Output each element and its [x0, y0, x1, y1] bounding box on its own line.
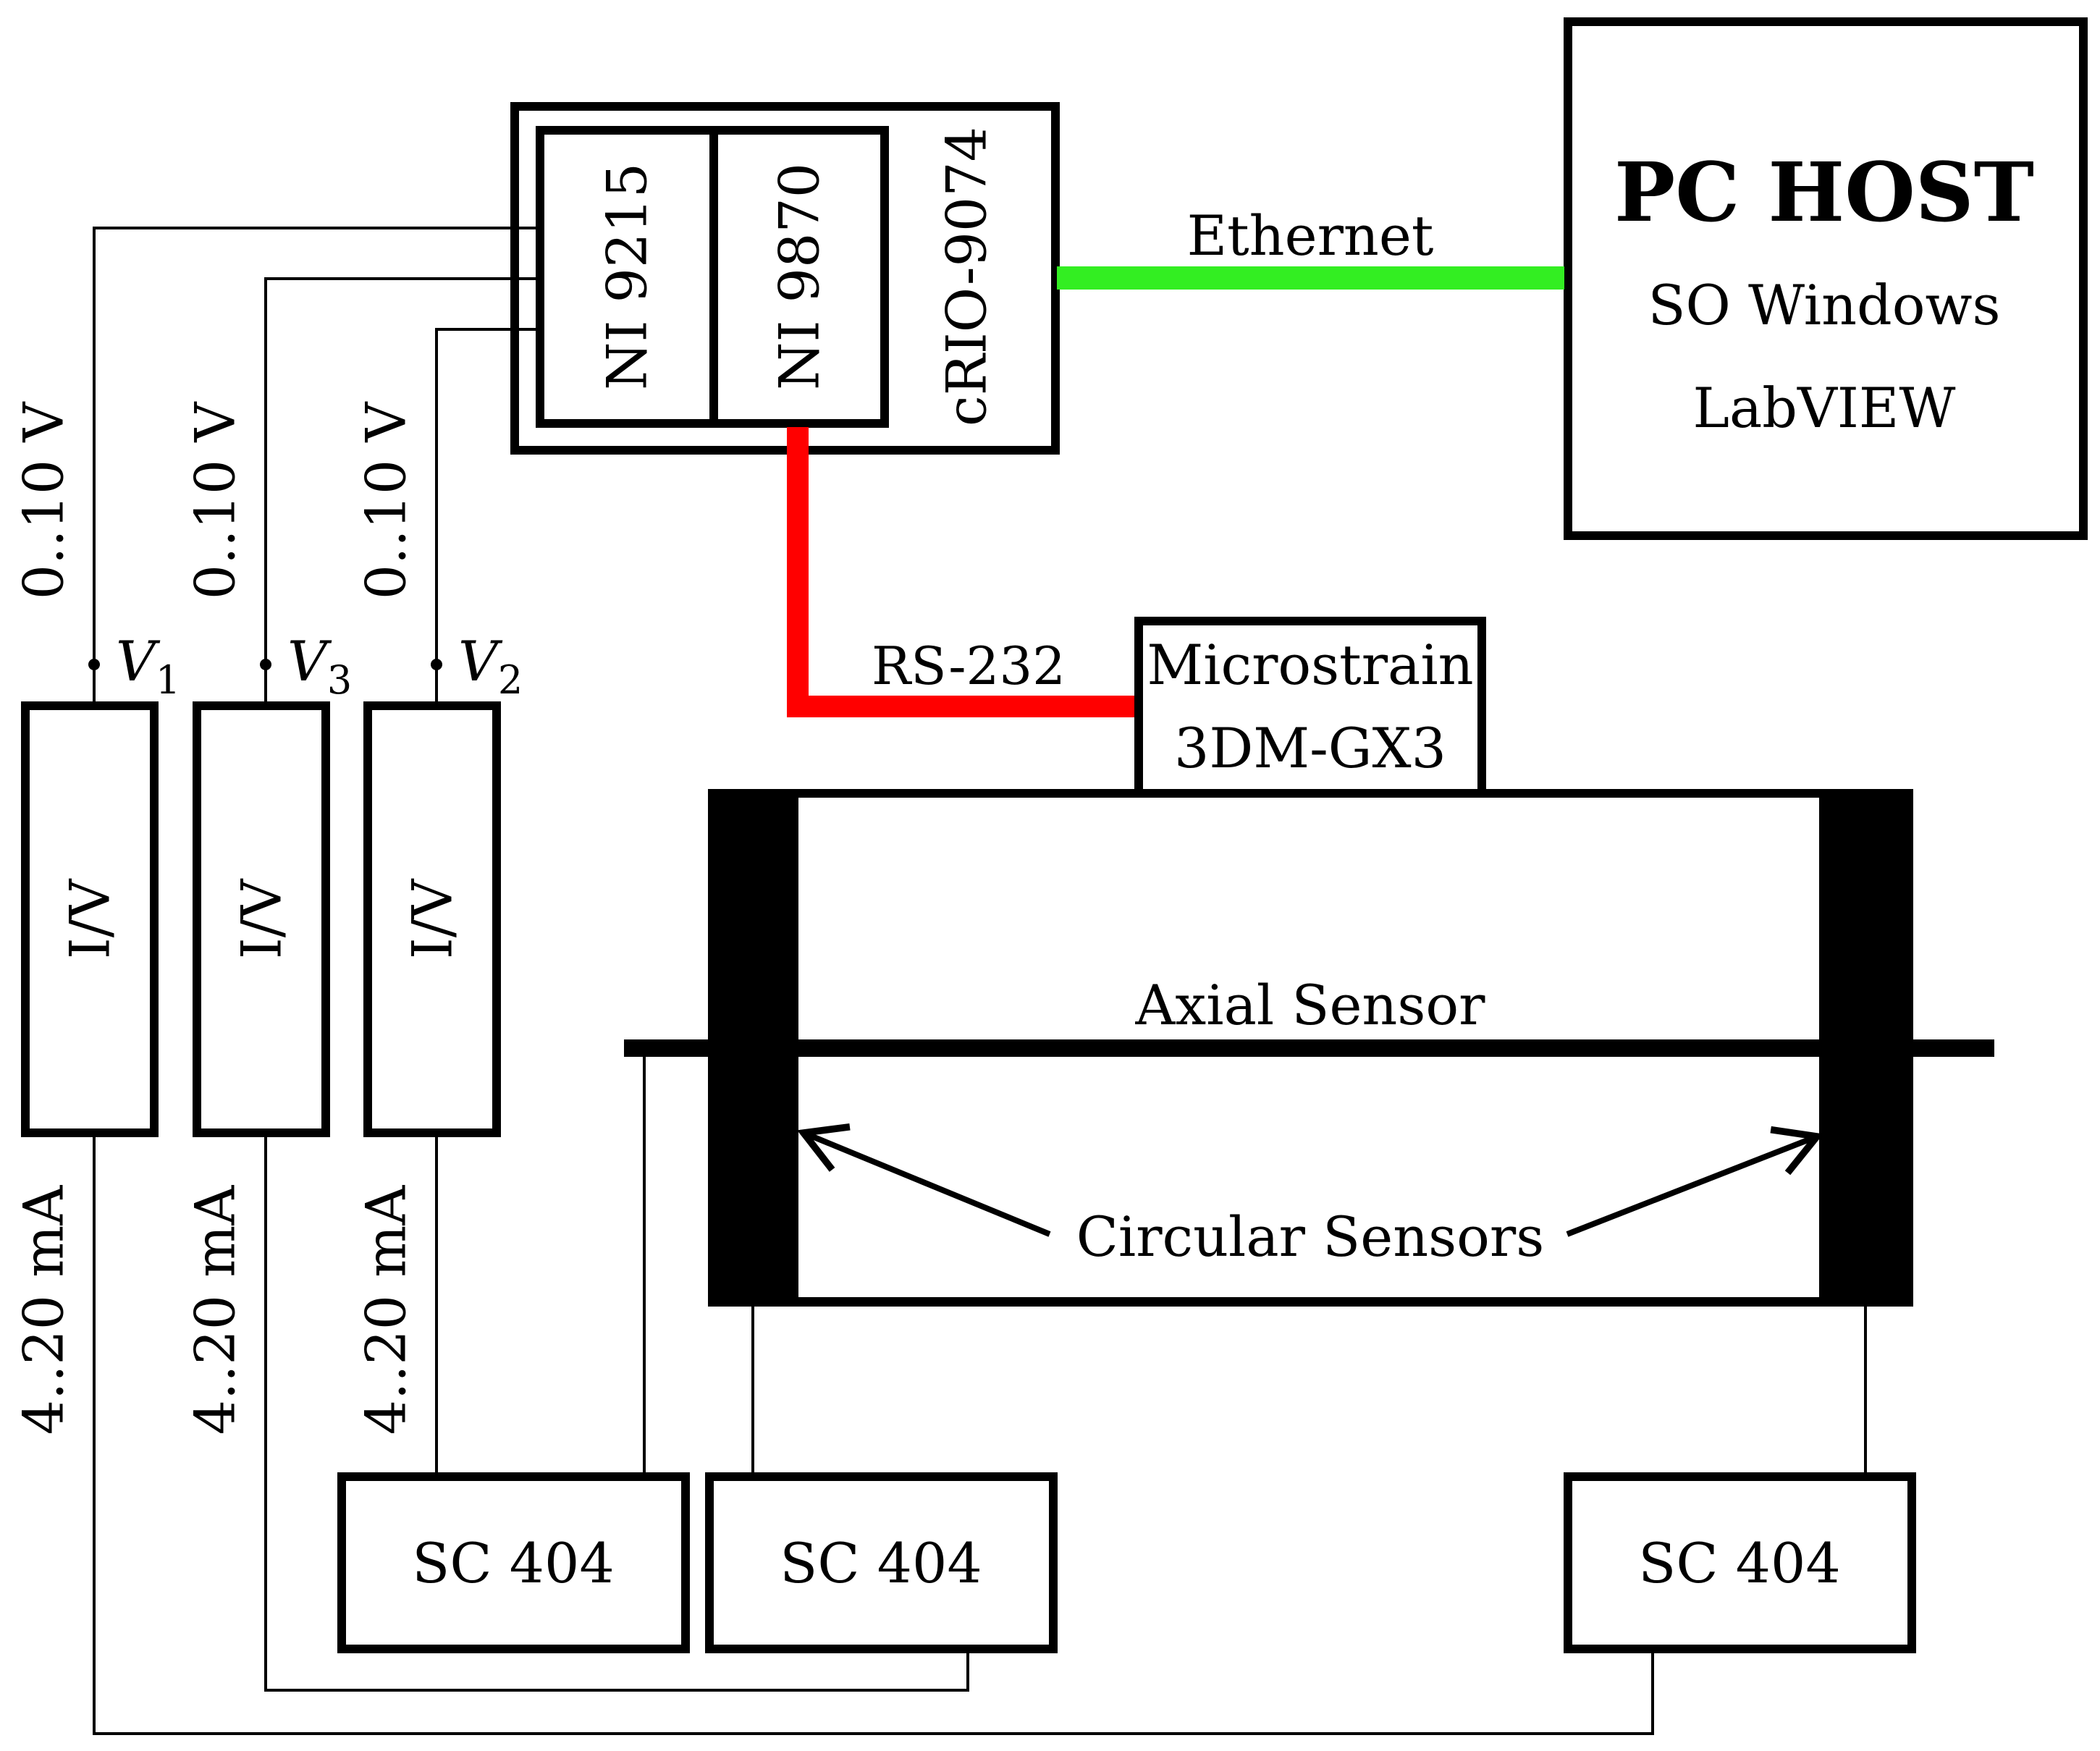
junction-dot	[88, 659, 100, 670]
voltage-node-label: V3	[287, 629, 352, 703]
iv-converter: I/V	[21, 701, 159, 1137]
wire-i1	[93, 1133, 1654, 1735]
current-range-label: 4..20 mA	[183, 1185, 248, 1435]
imu-box: Microstrain 3DM-GX3	[1134, 617, 1486, 798]
iv-converter-label: I/V	[229, 879, 294, 960]
signal-conditioner: SC 404	[337, 1472, 690, 1653]
pc-host-software: LabVIEW	[1693, 376, 1956, 440]
ni-9215-label: NI 9215	[595, 163, 659, 390]
current-range-label: 4..20 mA	[12, 1185, 76, 1435]
current-range-label: 4..20 mA	[354, 1185, 418, 1435]
iv-converter-label: I/V	[400, 879, 465, 960]
axial-sensor-label: Axial Sensor	[1135, 973, 1486, 1037]
ni-9870-label: NI 9870	[767, 163, 832, 390]
wire-v2	[435, 328, 541, 706]
wire-v3	[264, 277, 541, 706]
iv-converter: I/V	[193, 701, 330, 1137]
signal-wiring	[93, 227, 1867, 1735]
rs232-link: RS-232	[787, 427, 1135, 717]
voltage-node-label: V1	[116, 629, 180, 703]
circular-sensors-label: Circular Sensors	[1076, 1204, 1544, 1269]
voltage-range-label: 0..10 V	[183, 402, 248, 600]
crio-chassis: NI 9215 NI 9870 cRIO-9074	[510, 102, 1060, 455]
signal-conditioner: SC 404	[705, 1472, 1058, 1653]
imu-label-line1: Microstrain	[1147, 633, 1473, 697]
signal-conditioner-label: SC 404	[1638, 1531, 1840, 1595]
ethernet-label: Ethernet	[1187, 203, 1434, 268]
signal-conditioner-label: SC 404	[780, 1531, 982, 1595]
rs232-label: RS-232	[872, 636, 1066, 696]
specimen: Axial Sensor Circular Sensors	[624, 789, 1994, 1307]
iv-converter-label: I/V	[58, 879, 122, 960]
signal-conditioner: SC 404	[1564, 1472, 1916, 1653]
junction-dot	[260, 659, 271, 670]
imu-label-line2: 3DM-GX3	[1174, 716, 1446, 780]
pc-host-title: PC HOST	[1614, 145, 2034, 240]
crio-chassis-label: cRIO-9074	[935, 127, 999, 426]
signal-conditioner-label: SC 404	[412, 1531, 614, 1595]
voltage-node-label: V2	[458, 629, 523, 703]
voltage-range-label: 0..10 V	[354, 402, 418, 600]
pc-host: PC HOST SO Windows LabVIEW	[1564, 17, 2088, 540]
ni-9870-module	[709, 126, 889, 428]
junction-dot	[431, 659, 442, 670]
voltage-range-label: 0..10 V	[12, 402, 76, 600]
pc-host-os: SO Windows	[1648, 273, 2000, 337]
circular-sensor-arrow-right	[1566, 1126, 1824, 1237]
wire-i3	[264, 1133, 969, 1692]
circular-sensor-arrow-left	[797, 1123, 1051, 1237]
iv-converter: I/V	[363, 701, 501, 1137]
ethernet-link: Ethernet	[1057, 203, 1564, 290]
wire-v1	[93, 227, 541, 706]
